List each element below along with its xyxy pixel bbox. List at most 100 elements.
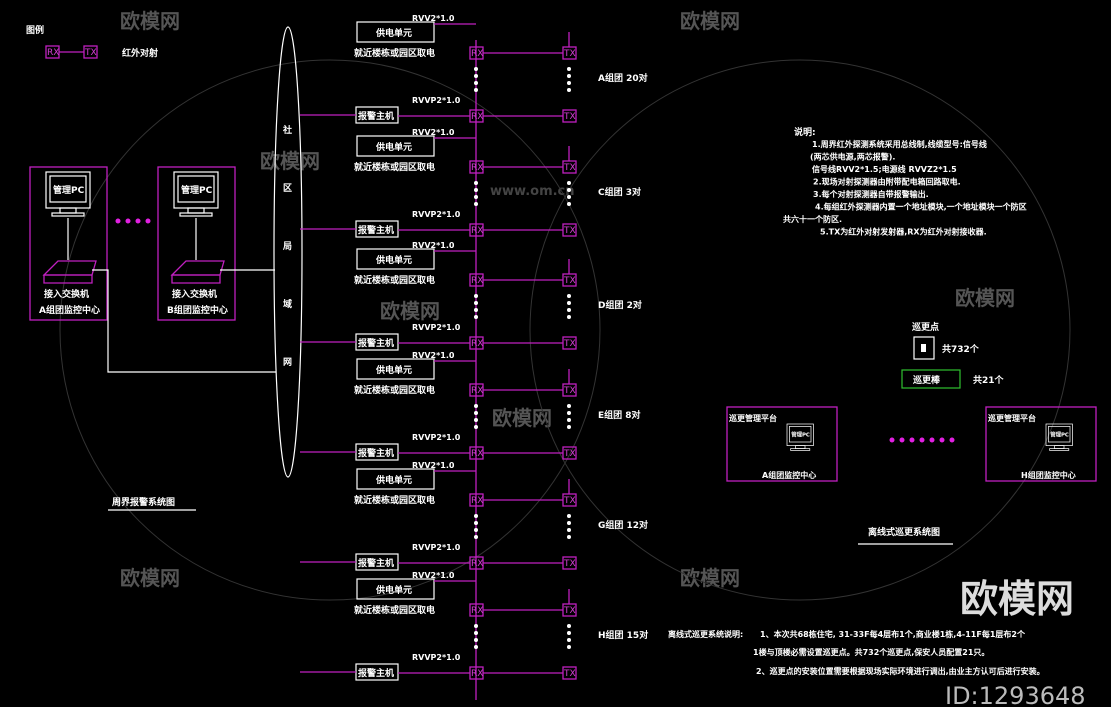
patrol-stick-box [901,369,961,389]
notes: 说明: 1.周界红外探测系统采用总线制,线缆型号:信号线(两芯供电源,两芯报警)… [783,126,1027,237]
tx-transmitter: TX [562,223,577,237]
patrol-desc-line: 1楼与顶楼必需设置巡更点。共732个巡更点,保安人员配置21只。 [753,647,989,657]
rx-receiver: RX [469,556,484,570]
rx-receiver: RX [469,273,484,287]
tx-transmitter: TX [562,273,577,287]
power-note: 就近楼栋或园区取电 [354,161,435,173]
power-unit: 供电单元 [356,135,435,157]
note-line: 共六十一个防区. [783,214,842,224]
alarm-host: 报警主机 [355,553,399,571]
watermark-url: www.om.cn [490,184,575,199]
svg-text:TX: TX [563,496,576,506]
tx-transmitter: TX [562,109,577,123]
patrol-desc-title: 离线式巡更系统说明: [668,629,743,639]
svg-text:TX: TX [563,559,576,569]
switch-icon [170,260,225,284]
lan-char: 网 [283,357,292,368]
rx-receiver: RX [469,446,484,460]
svg-text:报警主机: 报警主机 [358,337,394,349]
lan-char: 社 [282,124,292,136]
svg-text:报警主机: 报警主机 [358,110,394,122]
svg-text:RX: RX [471,386,483,396]
svg-text:RX: RX [471,163,483,173]
tx-transmitter: TX [562,46,577,60]
svg-text:TX: TX [563,49,576,59]
svg-text:RX: RX [471,449,483,459]
watermark-arc [529,59,1071,601]
power-cable: RVV2*1.0 [412,14,455,23]
perimeter-title: 周界报警系统图 [112,496,175,508]
note-line: 4.每组红外探测器内置一个地址模块,一个地址模块一个防区 [815,202,1027,212]
switch-label: 接入交换机 [44,288,89,300]
alarm-host: 报警主机 [355,220,399,238]
power-cable: RVV2*1.0 [412,241,455,250]
signal-cable: RVVP2*1.0 [412,210,461,219]
group-label: C组团 3对 [598,186,641,198]
alarm-host: 报警主机 [355,443,399,461]
rx-receiver: RX [469,493,484,507]
rx-receiver: RX [469,160,484,174]
svg-text:供电单元: 供电单元 [375,364,412,376]
watermark-brand: 欧模网 [955,286,1015,310]
rx-receiver: RX [469,383,484,397]
rx-receiver: RX [469,46,484,60]
rx-receiver: RX [469,666,484,680]
svg-text:报警主机: 报警主机 [358,447,394,459]
svg-text:TX: TX [563,339,576,349]
patrol-point-count: 共732个 [942,343,980,355]
note-line: 1.周界红外探测系统采用总线制,线缆型号:信号线 [812,139,987,149]
watermark-brand: 欧模网 [380,299,440,323]
patrol-point-label: 巡更点 [912,321,939,333]
tx-transmitter: TX [562,666,577,680]
group-label: G组团 12对 [598,519,648,531]
legend-rx: RX [45,45,60,59]
lan-char: 区 [283,183,292,194]
watermark-layer: 欧模网 欧模网 欧模网 www.om.cn 欧模网 欧模网 欧模网 欧模网 欧模… [59,9,1086,707]
svg-text:RX: RX [471,496,483,506]
watermark-brand: 欧模网 [120,9,180,33]
svg-text:RX: RX [471,669,483,679]
svg-text:RX: RX [471,606,483,616]
svg-text:管理PC: 管理PC [1050,431,1069,439]
signal-cable: RVVP2*1.0 [412,323,461,332]
svg-text:供电单元: 供电单元 [375,474,412,486]
note-line: 3.每个对射探测器自带报警输出. [813,189,929,199]
patrol-point-icon [913,336,935,360]
svg-text:RX: RX [471,276,483,286]
tx-transmitter: TX [562,603,577,617]
signal-cable: RVVP2*1.0 [412,653,461,662]
patrol-system: 巡更点 共732个 巡更棒 共21个 巡更管理平台管理PCA组团监控中心巡更管理… [668,321,1097,676]
power-unit: 供电单元 [356,21,435,43]
power-unit: 供电单元 [356,578,435,600]
watermark-brand: 欧模网 [120,566,180,590]
power-unit: 供电单元 [356,358,435,380]
svg-text:TX: TX [563,112,576,122]
svg-text:供电单元: 供电单元 [375,584,412,596]
svg-text:TX: TX [563,669,576,679]
tx-transmitter: TX [562,336,577,350]
svg-text:报警主机: 报警主机 [358,224,394,236]
svg-text:TX: TX [563,606,576,616]
rx-receiver: RX [469,109,484,123]
center-name: B组团监控中心 [167,304,228,316]
computer-icon: 管理PC [173,171,219,217]
svg-text:管理PC: 管理PC [181,184,213,196]
alarm-host: 报警主机 [355,106,399,124]
power-cable: RVV2*1.0 [412,351,455,360]
notes-title: 说明: [794,126,816,138]
svg-text:TX: TX [563,449,576,459]
lan-char: 域 [283,298,292,310]
alarm-host: 报警主机 [355,333,399,351]
svg-text:TX: TX [563,276,576,286]
svg-text:巡更管理平台: 巡更管理平台 [988,413,1036,423]
power-unit: 供电单元 [356,468,435,490]
patrol-stick-label: 巡更棒 [913,374,941,386]
power-note: 就近楼栋或园区取电 [354,604,435,616]
